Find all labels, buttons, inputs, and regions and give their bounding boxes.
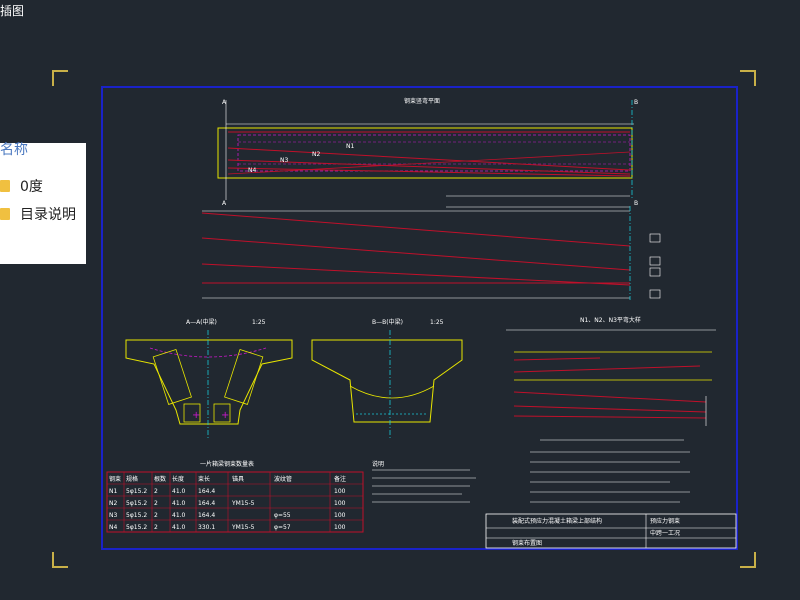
cell: 100: [334, 512, 346, 519]
cell: 41.0: [172, 500, 186, 507]
cell: N3: [109, 512, 117, 519]
cell: 2: [154, 500, 158, 507]
th-anchor: 锚具: [232, 475, 244, 483]
tendon-label-n2: N2: [312, 151, 320, 158]
cell: φ=57: [274, 524, 291, 531]
section-a-title: A—A(中梁): [186, 318, 217, 326]
drawing-sheet[interactable]: [101, 86, 738, 550]
section-mark-b-top: B: [634, 99, 638, 106]
svg-text:+: +: [192, 410, 200, 421]
cell: 164.4: [198, 488, 215, 495]
file-list-panel[interactable]: 名称 0度 目录说明: [0, 142, 86, 264]
cell: 2: [154, 512, 158, 519]
th-length: 长度: [172, 475, 184, 483]
plan-title: 钢束竖弯平面: [404, 97, 440, 105]
table-row: N1 5φ15.2 2 41.0 164.4 100: [109, 488, 346, 495]
cell: 5φ15.2: [126, 524, 147, 531]
title-block-cell-a: 预应力钢束: [650, 517, 680, 525]
list-item-0deg[interactable]: 0度: [0, 176, 43, 196]
folder-icon: [0, 208, 10, 220]
section-mark-b-bottom: B: [634, 200, 638, 207]
folder-icon: [0, 180, 10, 192]
cell: 5φ15.2: [126, 512, 147, 519]
table-row: N2 5φ15.2 2 41.0 164.4 YM15-5 100: [109, 500, 346, 507]
cell: 2: [154, 488, 158, 495]
tendon-profiles[interactable]: [201, 206, 661, 300]
tendon-label-n4: N4: [248, 167, 256, 174]
list-item-label: 0度: [20, 179, 43, 195]
beam-elevation[interactable]: 钢束竖弯平面 A B A B N1 N2 N3 N4: [217, 97, 638, 208]
window-title-fragment: 插图: [0, 4, 25, 18]
tendon-detail[interactable]: N1、N2、N3平弯大样: [506, 316, 716, 426]
cell: 41.0: [172, 524, 186, 531]
title-block-drawing-name: 钢束布置图: [512, 539, 542, 547]
cell: N2: [109, 500, 117, 507]
viewport-corner-bottom-right: [740, 552, 756, 568]
cell: 100: [334, 488, 346, 495]
list-item-label: 目录说明: [20, 207, 76, 223]
section-mark-a-bottom: A: [222, 200, 227, 207]
th-total: 束长: [198, 475, 210, 483]
viewport-corner-bottom-left: [52, 552, 68, 568]
notes: 说明: [372, 439, 690, 503]
detail-title: N1、N2、N3平弯大样: [580, 316, 641, 324]
th-spec: 规格: [126, 475, 138, 483]
cell: 164.4: [198, 512, 215, 519]
cell: 100: [334, 500, 346, 507]
cell: 5φ15.2: [126, 488, 147, 495]
table-title: 一片箱梁钢束数量表: [200, 460, 254, 468]
cell: 100: [334, 524, 346, 531]
tendon-label-n1: N1: [346, 143, 354, 150]
cell: 5φ15.2: [126, 500, 147, 507]
table-row: N3 5φ15.2 2 41.0 164.4 φ=55 100: [109, 512, 346, 519]
section-b-scale: 1:25: [430, 319, 444, 326]
notes-title: 说明: [372, 460, 384, 468]
th-tendon: 钢束: [109, 475, 121, 483]
cell: YM15-5: [231, 524, 255, 531]
section-a-scale: 1:25: [252, 319, 266, 326]
cell: 330.1: [198, 524, 215, 531]
cell: φ=55: [274, 512, 291, 519]
cell: N4: [109, 524, 117, 531]
title-block-cell-b: 中跨一工况: [650, 529, 680, 537]
section-b-title: B—B(中梁): [372, 318, 403, 326]
cell: N1: [109, 488, 117, 495]
cell: 164.4: [198, 500, 215, 507]
table-header-row: 钢束 规格 根数 长度 束长 锚具 波纹管 备注: [109, 475, 346, 483]
section-mark-a-top: A: [222, 99, 227, 106]
th-count: 根数: [154, 475, 166, 483]
tendon-table[interactable]: 一片箱梁钢束数量表 钢束 规格 根数 长度 束长 锚具 波纹管 备注 N1 5φ…: [106, 460, 364, 533]
section-b[interactable]: B—B(中梁) 1:25: [311, 318, 463, 438]
cell: 41.0: [172, 488, 186, 495]
title-block[interactable]: 装配式预应力混凝土箱梁上部结构 钢束布置图 预应力钢束 中跨一工况: [485, 513, 737, 549]
title-block-project: 装配式预应力混凝土箱梁上部结构: [512, 517, 602, 525]
cell: YM15-5: [231, 500, 255, 507]
svg-text:+: +: [221, 410, 229, 421]
section-a[interactable]: A—A(中梁) 1:25 + +: [125, 318, 293, 438]
th-note: 备注: [334, 475, 346, 483]
list-item-catalog[interactable]: 目录说明: [0, 204, 76, 224]
table-row: N4 5φ15.2 2 41.0 330.1 YM15-5 φ=57 100: [109, 524, 346, 531]
th-duct: 波纹管: [274, 475, 292, 483]
viewport-corner-top-right: [740, 70, 756, 86]
viewport-corner-top-left: [52, 70, 68, 86]
tendon-label-n3: N3: [280, 157, 288, 164]
cell: 2: [154, 524, 158, 531]
panel-header-name[interactable]: 名称: [0, 142, 28, 158]
cell: 41.0: [172, 512, 186, 519]
